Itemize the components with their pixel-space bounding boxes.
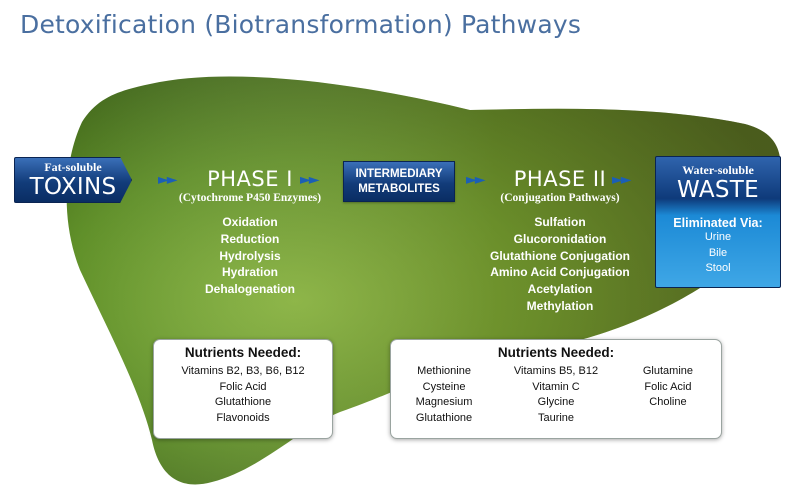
list-item: Folic Acid	[644, 380, 692, 393]
phase-2-list: Sulfation Glucoronidation Glutathione Co…	[465, 214, 655, 315]
list-item: Hydration	[221, 265, 278, 280]
arrow-icon: ►►	[466, 172, 485, 188]
list-item: Bile	[708, 246, 728, 259]
list-item: Magnesium	[415, 396, 473, 408]
nutrients-column-2: Vitamins B5, B12 Vitamin C Glycine Tauri…	[499, 364, 614, 426]
phase-2-nutrients-box: Nutrients Needed: Methionine Cysteine Ma…	[390, 339, 722, 439]
list-item: Methionine	[417, 365, 471, 377]
eliminated-via-label: Eliminated Via:	[673, 216, 763, 230]
list-item: Cysteine	[422, 380, 466, 393]
list-item: Taurine	[537, 411, 575, 424]
list-item: Choline	[649, 396, 687, 408]
nutrients-column-3: Glutamine Folic Acid Choline	[618, 364, 718, 411]
waste-box: Water-soluble WASTE Eliminated Via: Urin…	[655, 156, 781, 288]
list-item: Oxidation	[222, 215, 278, 229]
arrow-icon: ►►	[300, 172, 319, 188]
list-item: Glutamine	[642, 365, 694, 377]
list-item: Folic Acid	[219, 380, 267, 393]
intermediary-line-2: METABOLITES	[358, 183, 440, 195]
list-item: Vitamins B5, B12	[513, 365, 599, 377]
phase-1-subtitle: (Cytochrome P450 Enzymes)	[178, 192, 322, 204]
list-item: Glutathione	[214, 396, 272, 408]
toxins-subtitle: Fat-soluble	[44, 160, 102, 174]
list-item: Urine	[704, 231, 732, 243]
list-item: Glycine	[537, 396, 575, 408]
list-item: Flavonoids	[216, 411, 270, 424]
nutrients-column-1: Methionine Cysteine Magnesium Glutathion…	[394, 364, 494, 426]
nutrients-heading: Nutrients Needed:	[184, 345, 302, 360]
list-item: Reduction	[220, 231, 280, 246]
list-item: Sulfation	[534, 215, 586, 229]
toxins-box: Fat-soluble TOXINS	[14, 157, 132, 203]
list-item: Glucoronidation	[513, 231, 607, 246]
waste-label: WASTE	[677, 177, 759, 203]
arrow-icon: ►►	[158, 172, 177, 188]
list-item: Stool	[705, 262, 731, 274]
list-item: Acetylation	[527, 282, 593, 297]
waste-subtitle: Water-soluble	[682, 163, 754, 177]
list-item: Amino Acid Conjugation	[490, 265, 630, 280]
phase-1-nutrients-box: Nutrients Needed: Vitamins B2, B3, B6, B…	[153, 339, 333, 439]
phase-2-subtitle: (Conjugation Pathways)	[500, 192, 620, 204]
arrow-icon: ►►	[612, 172, 631, 188]
list-item: Methylation	[526, 298, 594, 313]
intermediary-metabolites-box: INTERMEDIARY METABOLITES	[343, 161, 455, 202]
phase-1-list: Oxidation Reduction Hydrolysis Hydration…	[155, 214, 345, 298]
toxins-label: TOXINS	[29, 174, 117, 200]
phase-2-title: PHASE II	[513, 167, 607, 191]
phase-1-title: PHASE I	[207, 167, 293, 191]
page-title: Detoxification (Biotransformation) Pathw…	[20, 10, 582, 39]
list-item: Vitamin C	[532, 380, 580, 393]
nutrients-heading: Nutrients Needed:	[497, 345, 615, 360]
intermediary-line-1: INTERMEDIARY	[355, 168, 443, 180]
list-item: Vitamins B2, B3, B6, B12	[181, 365, 305, 377]
phase-1: PHASE I (Cytochrome P450 Enzymes) Oxidat…	[155, 167, 345, 298]
phase-2: PHASE II (Conjugation Pathways) Sulfatio…	[465, 167, 655, 315]
list-item: Hydrolysis	[219, 248, 281, 263]
list-item: Glutathione	[415, 411, 473, 424]
list-item: Dehalogenation	[204, 282, 295, 297]
list-item: Glutathione Conjugation	[490, 248, 630, 263]
